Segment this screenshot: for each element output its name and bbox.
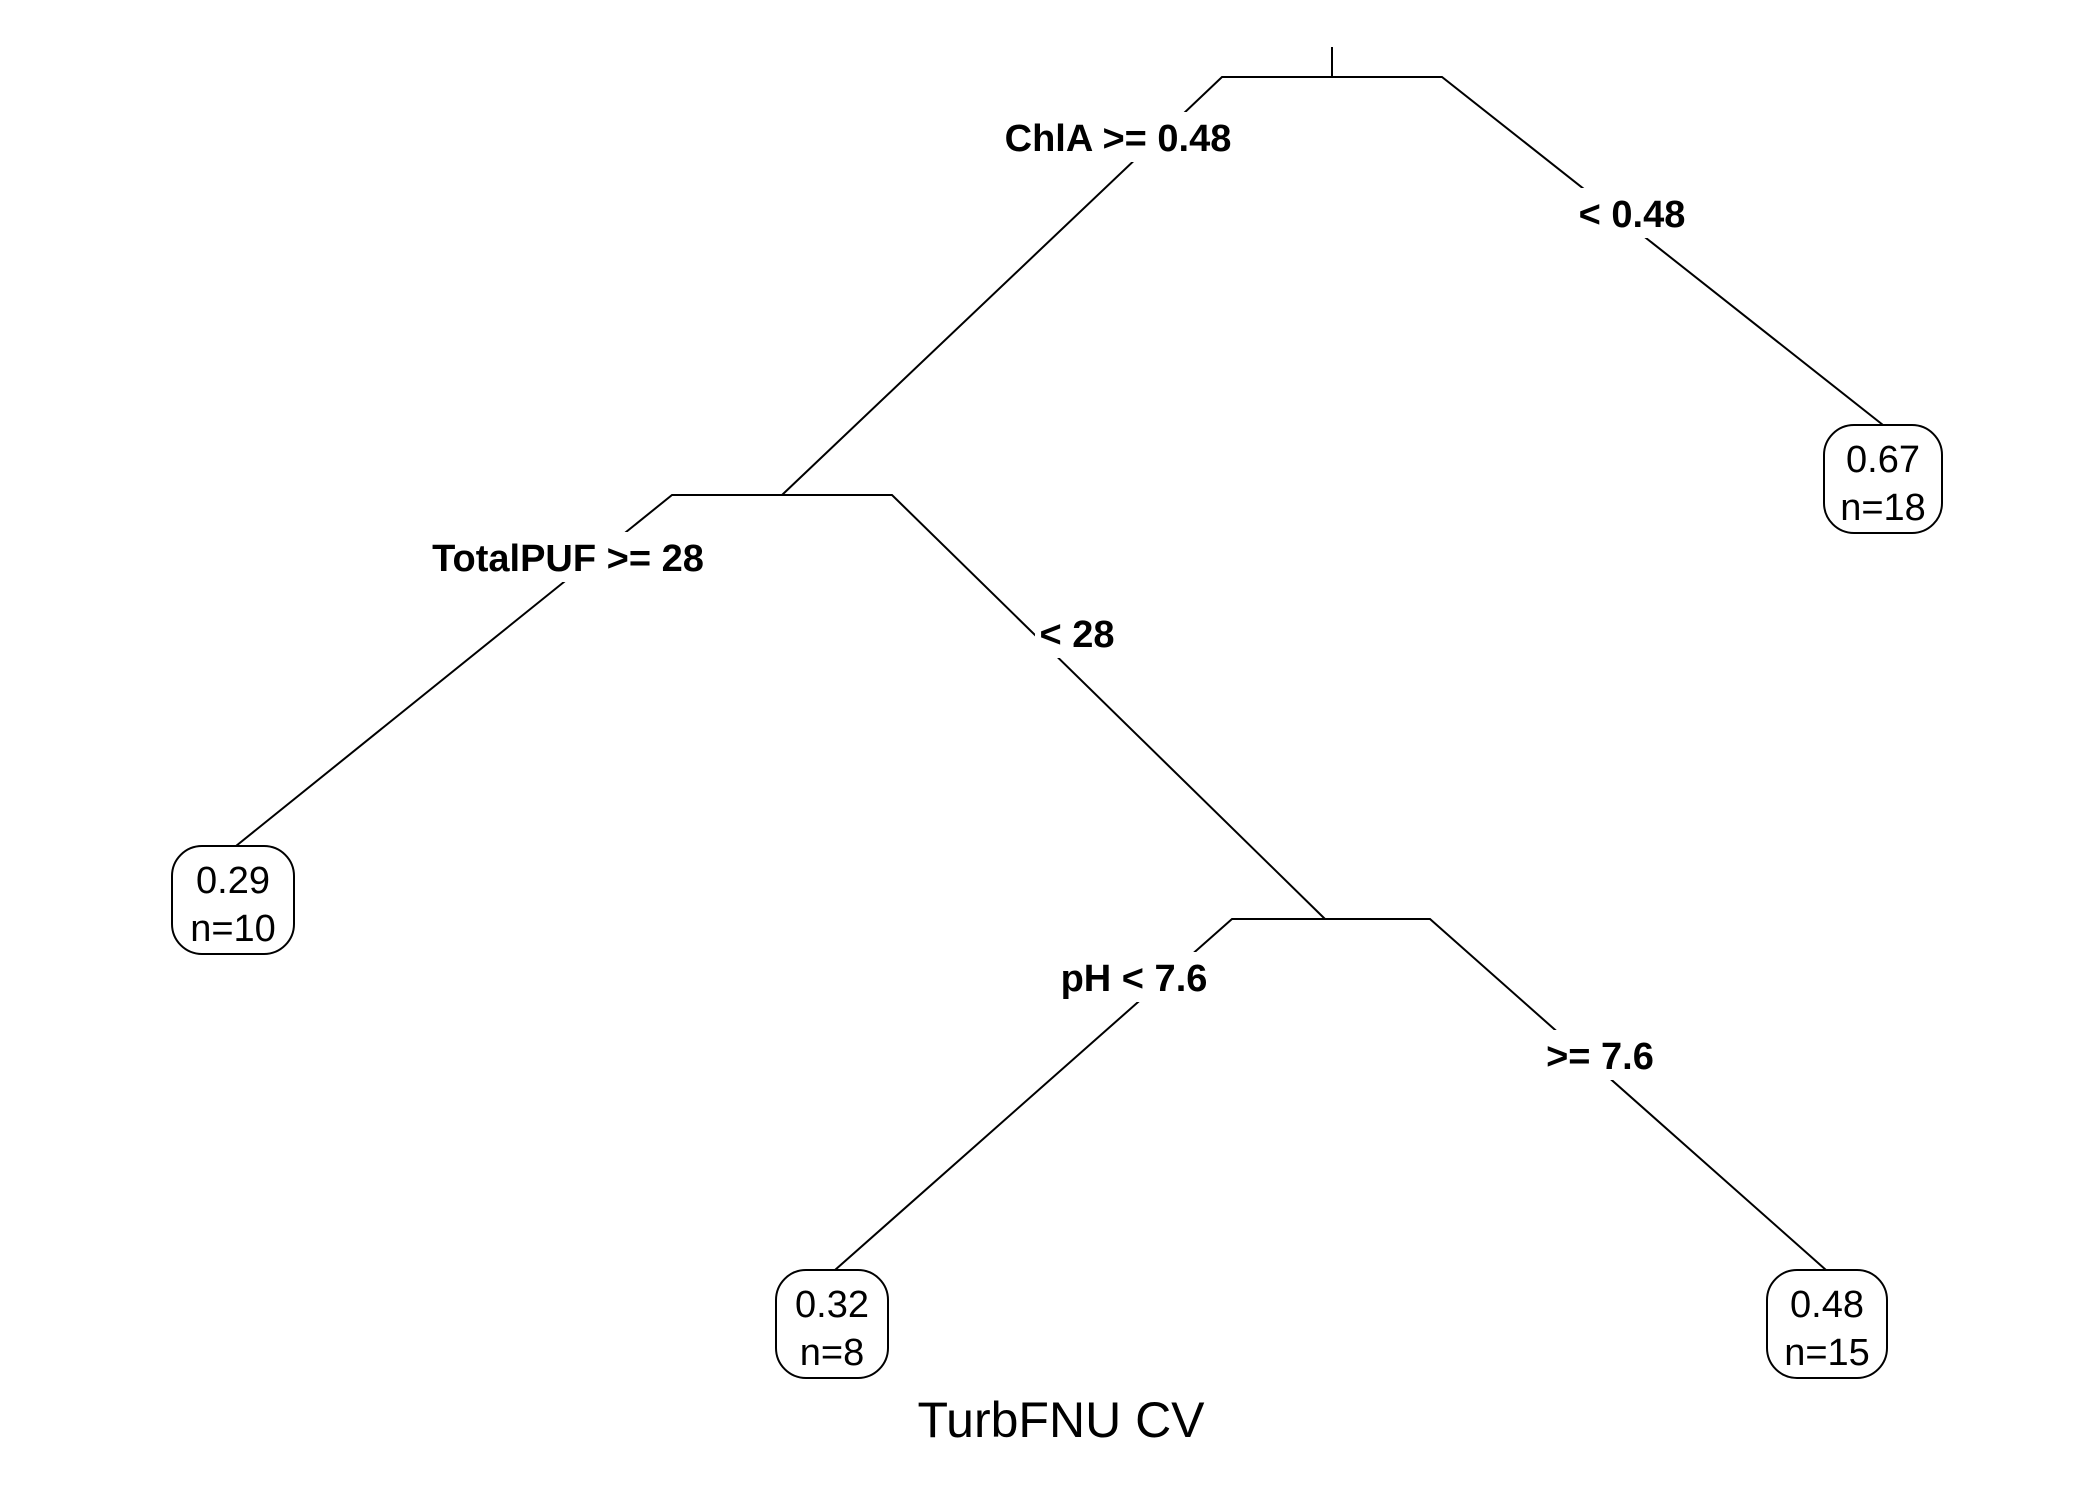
split-label-bg [420,532,715,582]
leaf-box [1766,1269,1888,1379]
split-label-node2-left: TotalPUF >= 28 [432,538,704,580]
split-label-node5-right: >= 7.6 [1546,1036,1654,1078]
leaf-node: 0.29 n=10 [171,845,295,955]
split-label-bg [1003,112,1243,162]
leaf-node: 0.48 n=15 [1766,1269,1888,1379]
split-label-root-right: < 0.48 [1579,194,1686,236]
diagram-caption: TurbFNU CV [917,1392,1205,1448]
leaf-count: n=18 [1840,487,1926,529]
leaf-value: 0.48 [1790,1284,1864,1326]
split-label-bg [1052,952,1217,1002]
split-label-bg [1535,1030,1665,1080]
split-label-bg [1035,608,1120,658]
split-label-node5-left: pH < 7.6 [1061,958,1208,1000]
leaf-value: 0.32 [795,1284,869,1326]
split-label-root-left: ChlA >= 0.48 [1005,118,1232,160]
node2-split-edges [235,494,1326,920]
leaf-node: 0.67 n=18 [1823,424,1943,534]
leaf-box [775,1269,889,1379]
leaf-count: n=8 [800,1332,864,1374]
root-split-edges [781,76,1884,496]
leaf-value: 0.67 [1846,439,1920,481]
leaf-count: n=10 [190,908,276,950]
leaf-value: 0.29 [196,860,270,902]
split-label-bg [1570,188,1695,238]
leaf-box [1823,424,1943,534]
leaf-count: n=15 [1784,1332,1870,1374]
leaf-box [171,845,295,955]
leaf-node: 0.32 n=8 [775,1269,889,1379]
split-label-node2-right: < 28 [1039,614,1114,656]
node5-split-edges [834,918,1827,1271]
